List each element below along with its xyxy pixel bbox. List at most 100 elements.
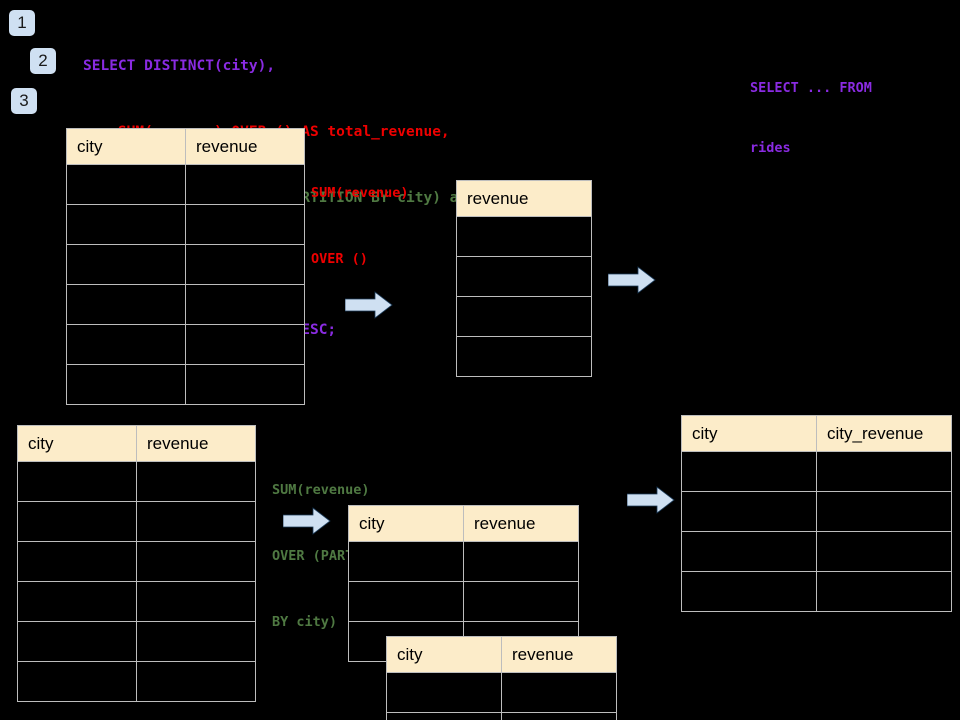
table-rides-source-bottom: city revenue [17,425,256,702]
column-header-city: city [66,128,186,165]
cell-revenue [136,661,256,702]
annotation-sum-over-partition-line-1: SUM(revenue) [272,482,370,498]
table-row [386,712,617,720]
cell-revenue [456,336,592,377]
table-row [456,216,592,257]
cell-city [348,541,464,582]
cell-city-revenue [816,531,952,572]
table-row [66,324,305,365]
cell-revenue [185,364,305,405]
cell-revenue [136,541,256,582]
sql-line-select: SELECT DISTINCT(city), [83,58,276,74]
annotation-sum-over-partition-line-3: BY city) [272,614,338,630]
annotation-sum-over-empty-line-1: SUM(revenue) [311,185,409,201]
annotation-select-from-rides-line-1: SELECT ... FROM [750,80,872,96]
cell-city [66,364,186,405]
table-row [681,451,952,492]
table-row [681,531,952,572]
table-row [17,461,256,502]
table-row [17,661,256,702]
column-header-city: city [348,505,464,542]
table-row [348,581,579,622]
cell-revenue [136,501,256,542]
table-partition-group-front: city revenue [386,636,617,720]
cell-city [66,244,186,285]
table-row [348,541,579,582]
table-row [17,501,256,542]
table-rides-source-top: city revenue [66,128,305,405]
cell-revenue [456,296,592,337]
table-header-row: city revenue [348,505,579,542]
table-row [66,164,305,205]
column-header-revenue: revenue [185,128,305,165]
cell-city [17,461,137,502]
table-row [681,571,952,612]
cell-city [681,491,817,532]
cell-city [17,581,137,622]
cell-city [66,164,186,205]
cell-city [681,451,817,492]
column-header-revenue: revenue [463,505,579,542]
table-row [386,672,617,713]
cell-revenue [185,324,305,365]
table-row [66,204,305,245]
table-header-row: city revenue [386,636,617,673]
table-row [456,296,592,337]
arrow-source-to-total-icon [345,291,393,319]
table-city-revenue-result: city city_revenue [681,415,952,612]
cell-city [17,621,137,662]
table-row [66,284,305,325]
cell-city [348,581,464,622]
cell-revenue [185,284,305,325]
cell-revenue [136,461,256,502]
cell-revenue [456,256,592,297]
cell-revenue [185,244,305,285]
cell-revenue [501,712,617,720]
table-header-row: revenue [456,180,592,217]
cell-city [66,324,186,365]
annotation-select-from-rides: SELECT ... FROM rides [750,38,872,198]
column-header-revenue: revenue [456,180,592,217]
cell-revenue [501,672,617,713]
table-row [456,336,592,377]
cell-city [17,661,137,702]
table-row [456,256,592,297]
cell-revenue [463,581,579,622]
table-row [17,541,256,582]
table-row [17,621,256,662]
column-header-city-revenue: city_revenue [816,415,952,452]
arrow-source-to-partition-icon [283,507,331,535]
cell-city [681,531,817,572]
table-row [17,581,256,622]
cell-revenue [185,204,305,245]
arrow-partition-to-result-icon [627,486,675,514]
cell-city-revenue [816,571,952,612]
table-row [66,244,305,285]
annotation-select-from-rides-line-2: rides [750,140,791,156]
column-header-revenue: revenue [501,636,617,673]
cell-city [386,712,502,720]
cell-revenue [185,164,305,205]
cell-revenue [463,541,579,582]
column-header-city: city [386,636,502,673]
cell-city [66,204,186,245]
step-badge-3: 3 [11,88,37,114]
cell-city [386,672,502,713]
table-row [66,364,305,405]
step-badge-2: 2 [30,48,56,74]
table-header-row: city city_revenue [681,415,952,452]
cell-revenue [136,581,256,622]
cell-city [66,284,186,325]
table-total-revenue: revenue [456,180,592,377]
column-header-city: city [681,415,817,452]
annotation-sum-over-empty: SUM(revenue) OVER () [311,138,409,314]
table-row [681,491,952,532]
cell-city-revenue [816,451,952,492]
cell-revenue [456,216,592,257]
step-badge-1: 1 [9,10,35,36]
cell-city [681,571,817,612]
table-header-row: city revenue [66,128,305,165]
arrow-total-to-result-icon [608,266,656,294]
cell-city [17,541,137,582]
